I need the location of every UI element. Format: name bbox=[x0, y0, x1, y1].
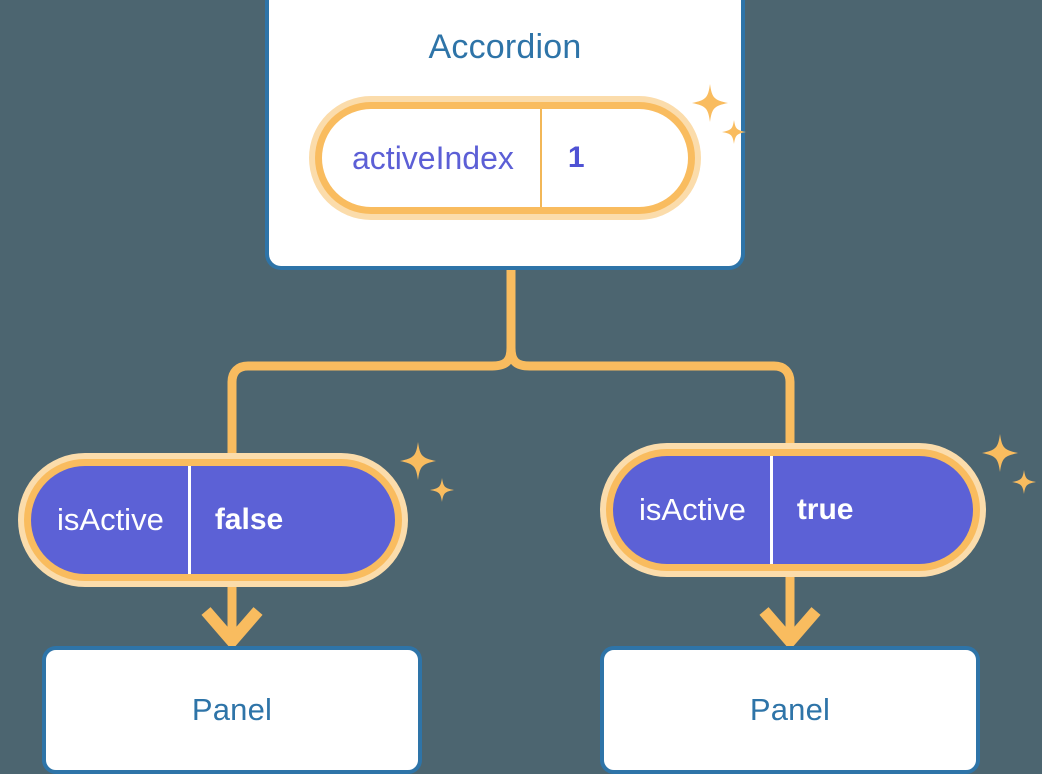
arrow-down-icon-left bbox=[201, 583, 263, 651]
state-value-label: false bbox=[214, 503, 284, 536]
panel-card-right[interactable]: Panel bbox=[600, 646, 980, 774]
state-pill-activeindex[interactable]: activeIndex 1 bbox=[309, 96, 701, 220]
page-title: Accordion bbox=[428, 28, 582, 66]
panel-card-left[interactable]: Panel bbox=[42, 646, 422, 774]
state-pill-isactive-false[interactable]: isActive false bbox=[18, 453, 408, 587]
arrow-down-icon-right bbox=[759, 573, 821, 651]
sparkle-icon-right bbox=[982, 434, 1036, 494]
panel-title: Panel bbox=[749, 692, 831, 727]
state-key-label: activeIndex bbox=[322, 109, 542, 207]
state-value-label: true bbox=[796, 493, 854, 526]
state-key-label: isActive bbox=[613, 456, 773, 564]
state-pill-isactive-true[interactable]: isActive true bbox=[600, 443, 986, 577]
sparkle-icon-left bbox=[400, 442, 454, 502]
pill-body: activeIndex 1 bbox=[322, 109, 688, 207]
pill-body: isActive false bbox=[31, 466, 395, 574]
panel-title: Panel bbox=[191, 692, 273, 727]
state-key-label: isActive bbox=[31, 466, 191, 574]
pill-body: isActive true bbox=[613, 456, 973, 564]
state-value-label: 1 bbox=[567, 141, 585, 174]
tree-connector bbox=[227, 265, 795, 475]
